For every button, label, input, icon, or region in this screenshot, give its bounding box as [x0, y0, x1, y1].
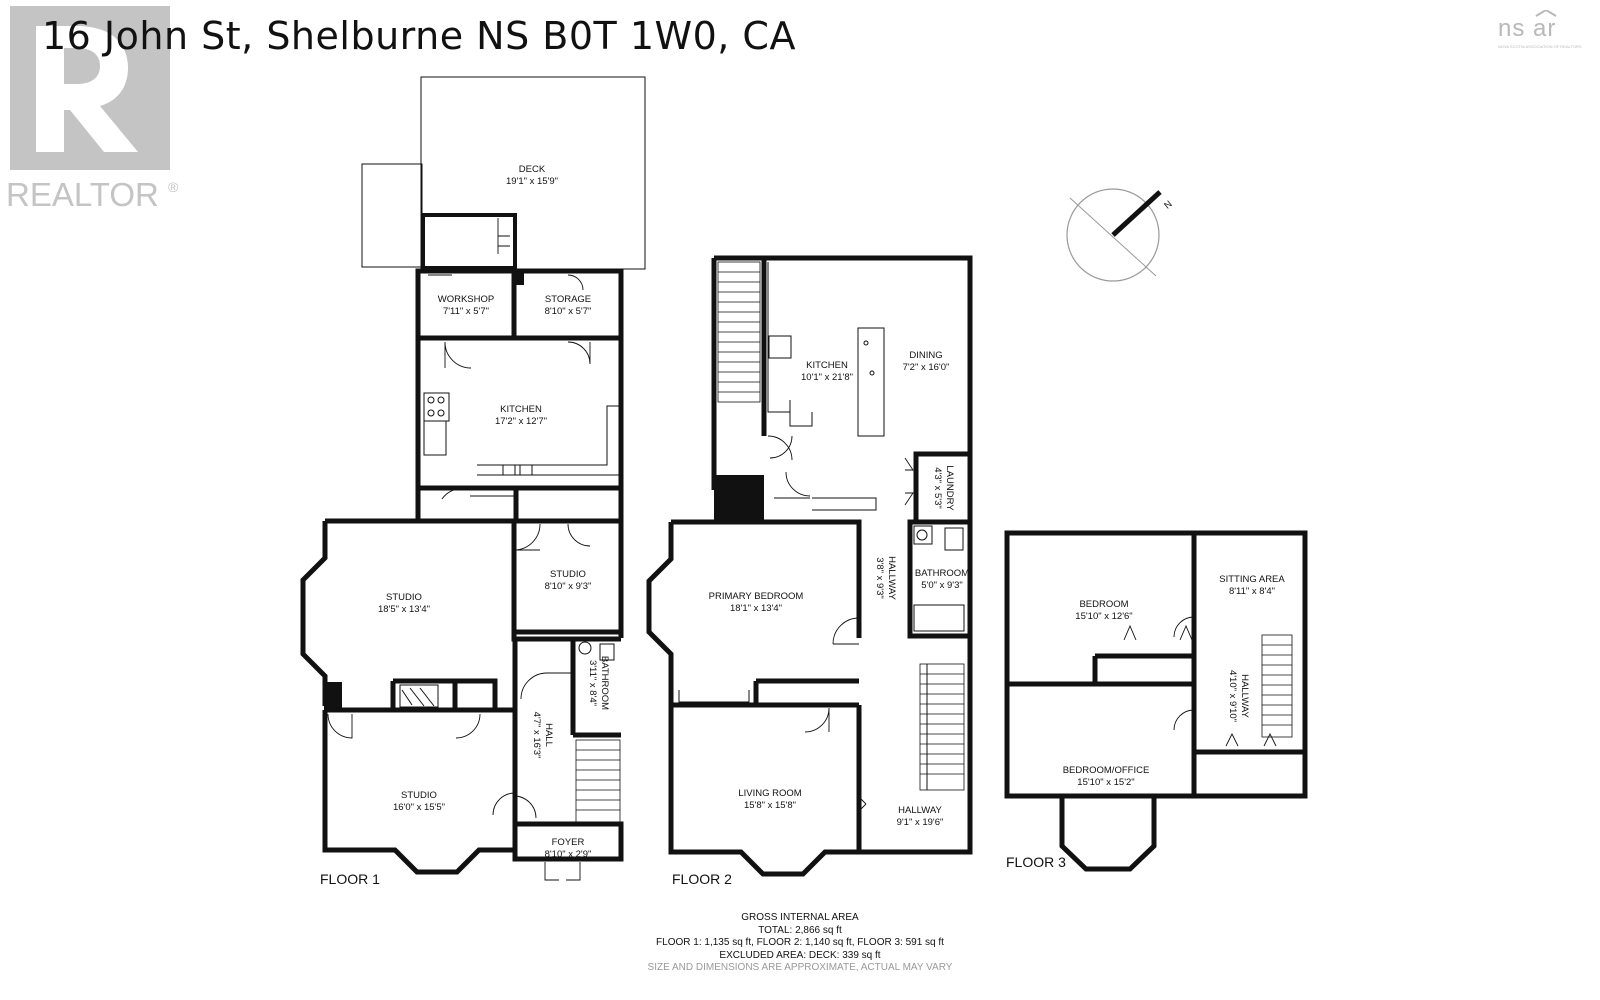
- room-name: LAUNDRY: [944, 465, 955, 511]
- floor1-studio-small-walls: [511, 518, 624, 635]
- room-name: BEDROOM: [1079, 599, 1128, 610]
- room-dims: 18'1" x 13'4": [730, 603, 782, 614]
- floor-label: FLOOR 3: [1006, 854, 1066, 870]
- room-name: HALLWAY: [886, 556, 897, 600]
- room-name: HALL: [543, 723, 554, 747]
- deck-steps: [361, 163, 423, 268]
- area-total: TOTAL: 2,866 sq ft: [758, 924, 842, 936]
- room-name: BATHROOM: [599, 656, 610, 710]
- compass-icon: N: [1066, 188, 1175, 282]
- room-name: HALLWAY: [1239, 674, 1250, 718]
- compass-north-label: N: [1162, 199, 1174, 212]
- floor1-studio-lower-walls: [322, 678, 518, 875]
- floor-3-plan: [1004, 530, 1308, 872]
- room-dims: 8'11" x 8'4": [1229, 586, 1275, 597]
- room-dims: 3'11" x 8'4": [587, 660, 598, 706]
- area-excluded: EXCLUDED AREA: DECK: 339 sq ft: [719, 949, 881, 961]
- room-name: BATHROOM: [915, 568, 969, 579]
- floor1-foyer-walls: [512, 821, 624, 862]
- room-dims: 9'1" x 19'6": [897, 817, 944, 828]
- room-dims: 8'10" x 2'9": [545, 849, 592, 860]
- room-dims: 10'1" x 21'8": [801, 372, 853, 383]
- room-dims: 15'10" x 12'6": [1075, 611, 1132, 622]
- floor-label: FLOOR 1: [320, 871, 380, 887]
- room-dims: 7'11" x 5'7": [443, 306, 489, 317]
- floor2-bathroom-walls: [907, 519, 973, 639]
- room-name: SITTING AREA: [1219, 574, 1285, 585]
- room-name: STUDIO: [550, 569, 586, 580]
- area-disclaimer: SIZE AND DIMENSIONS ARE APPROXIMATE, ACT…: [647, 962, 953, 973]
- room-dims: 8'10" x 9'3": [545, 581, 592, 592]
- deck-closet: [421, 213, 517, 270]
- room-dims: 3'8" x 9'3": [874, 557, 885, 599]
- room-name: LIVING ROOM: [738, 788, 801, 799]
- area-per-floor: FLOOR 1: 1,135 sq ft, FLOOR 2: 1,140 sq …: [656, 937, 944, 948]
- room-name: KITCHEN: [500, 404, 542, 415]
- floor3-bay-walls: [1007, 793, 1194, 872]
- room-dims: 4'7" x 16'3": [531, 712, 542, 759]
- realtor-registered-mark: ®: [168, 179, 179, 195]
- room-name: STORAGE: [545, 294, 591, 305]
- room-dims: 17'2" x 12'7": [495, 416, 547, 427]
- nsar-logo-text: ns ar: [1498, 15, 1556, 42]
- room-dims: 5'0" x 9'3": [921, 580, 963, 591]
- property-address-title: 16 John St, Shelburne NS B0T 1W0, CA: [42, 14, 796, 58]
- gross-internal-area-summary: GROSS INTERNAL AREA TOTAL: 2,866 sq ft F…: [560, 912, 1040, 975]
- floor2-kitchen-dining-walls: [711, 255, 973, 490]
- room-dims: 8'10" x 5'7": [545, 306, 592, 317]
- room-dims: 7'2" x 16'0": [903, 362, 950, 373]
- room-name: WORKSHOP: [438, 294, 494, 305]
- room-name: STUDIO: [401, 790, 437, 801]
- room-dims: 4'10" x 9'10": [1227, 670, 1238, 722]
- room-dims: 16'0" x 15'5": [393, 802, 445, 813]
- room-name: STUDIO: [386, 592, 422, 603]
- room-dims: 4'3" x 5'3": [932, 467, 943, 509]
- room-name: HALLWAY: [898, 805, 942, 816]
- room-name: KITCHEN: [806, 360, 848, 371]
- floor3-outline-upper: [1004, 530, 1308, 799]
- nsar-logo: ns ar NOVA SCOTIA ASSOCIATION OF REALTOR…: [1498, 10, 1582, 49]
- nsar-logo-subtext: NOVA SCOTIA ASSOCIATION OF REALTORS: [1498, 44, 1582, 49]
- room-dims: 19'1" x 15'9": [506, 176, 558, 187]
- room-name: PRIMARY BEDROOM: [709, 591, 804, 602]
- floor2-primary-bedroom-walls: [646, 519, 862, 712]
- floor-1-plan: [300, 76, 646, 881]
- room-dims: 15'8" x 15'8": [744, 800, 796, 811]
- room-dims: 18'5" x 13'4": [378, 604, 430, 615]
- floor2-living-room-walls: [668, 636, 973, 877]
- floor1-studio-large-walls: [300, 518, 558, 706]
- floor-label: FLOOR 2: [672, 871, 732, 887]
- realtor-logo: REALTOR ®: [6, 6, 179, 213]
- room-name: FOYER: [552, 837, 585, 848]
- room-name: BEDROOM/OFFICE: [1063, 765, 1150, 776]
- room-name: DINING: [909, 350, 942, 361]
- room-dims: 15'10" x 15'2": [1077, 777, 1134, 788]
- realtor-logo-text: REALTOR: [6, 176, 159, 213]
- room-name: DECK: [519, 164, 546, 175]
- floor-2-plan: [646, 255, 973, 877]
- area-heading: GROSS INTERNAL AREA: [741, 912, 859, 923]
